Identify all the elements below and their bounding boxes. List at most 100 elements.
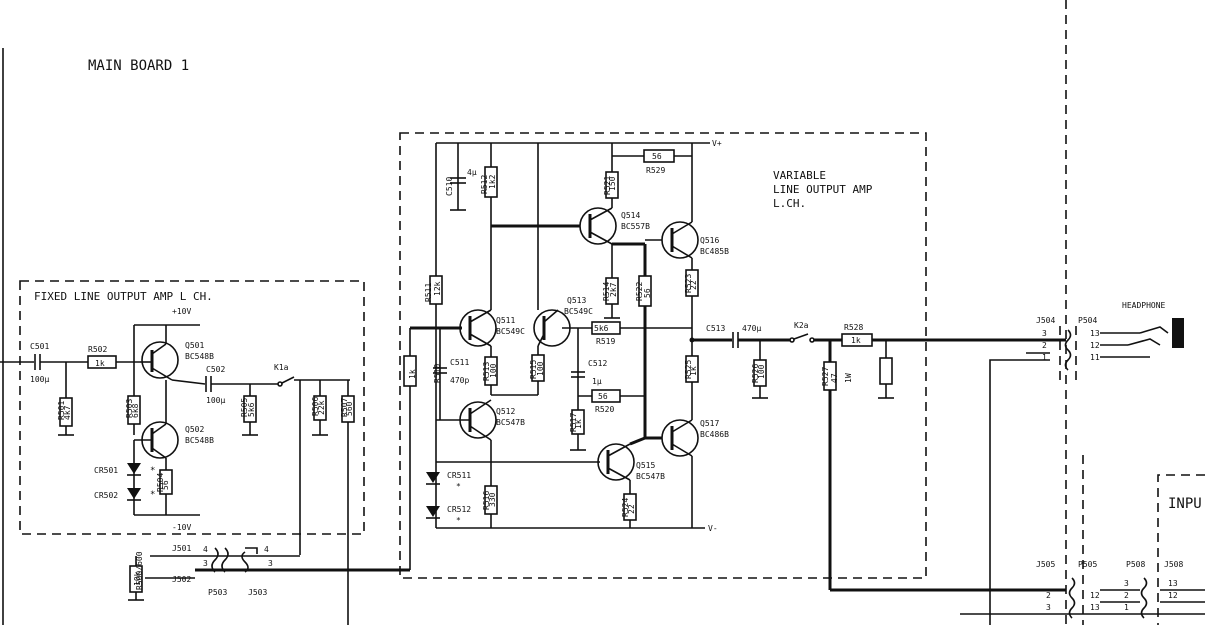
r514 xyxy=(605,277,619,305)
p505-coils xyxy=(1068,577,1076,619)
q502-c xyxy=(151,423,167,435)
q514-symbol xyxy=(579,207,617,245)
q501-emitter-out xyxy=(171,379,206,385)
q515-e xyxy=(607,467,631,481)
r507 xyxy=(341,395,355,423)
cr501 xyxy=(127,463,141,474)
q511-ref: Q511 xyxy=(496,316,515,325)
q515-type: BC547B xyxy=(636,472,665,481)
j505-pin2: 2 xyxy=(1046,591,1051,600)
p504-pin11: 11 xyxy=(1090,353,1100,362)
j504-pin2: 2 xyxy=(1042,341,1047,350)
j504-label: J504 xyxy=(1036,316,1055,325)
r525-ref: R526 xyxy=(751,364,760,383)
q516-e xyxy=(671,245,693,259)
r503-ref: R503 xyxy=(125,399,134,418)
q502-e xyxy=(151,447,167,459)
cr502-mark: * xyxy=(150,490,155,500)
q501-c xyxy=(151,343,167,355)
cr511-mark: * xyxy=(456,482,461,491)
r513 xyxy=(484,356,498,386)
r521-value: 56 xyxy=(643,288,652,298)
cr512-mark: * xyxy=(456,516,461,525)
k2a-contact xyxy=(789,337,795,343)
r504-value: 56 xyxy=(161,480,170,490)
r517 xyxy=(571,409,585,435)
r527-ref: R528 xyxy=(844,323,863,332)
j503-shape xyxy=(241,547,258,573)
q513-c xyxy=(543,309,559,323)
r518 xyxy=(591,321,621,335)
q513-e xyxy=(537,333,545,347)
r501-ref: R501 xyxy=(57,401,66,420)
q517-symbol xyxy=(661,419,699,457)
j503-label: J503 xyxy=(248,588,267,597)
r523 xyxy=(685,269,699,297)
r521 xyxy=(638,275,652,307)
q515-ref: Q515 xyxy=(636,461,655,470)
cr512 xyxy=(426,506,440,517)
r520-ref: R521 xyxy=(603,176,612,195)
q517-type: BC486B xyxy=(700,430,729,439)
q516-type: BC485B xyxy=(700,247,729,256)
cr511-ref: CR511 xyxy=(447,471,471,480)
j504-pin1: 1 xyxy=(1042,353,1047,362)
variable-amp-title-2: LINE OUTPUT AMP xyxy=(773,183,873,196)
c510-value: 4µ xyxy=(467,168,477,177)
j505-label: J505 xyxy=(1036,560,1055,569)
rail-10v-neg-label: -10V xyxy=(172,523,191,532)
c512-value: 1µ xyxy=(592,377,602,386)
p504-coils xyxy=(1064,329,1072,371)
p504-label: P504 xyxy=(1078,316,1097,325)
r505-ref: R505 xyxy=(240,398,249,417)
r510-value: 1k xyxy=(408,369,417,379)
q516-ref: Q516 xyxy=(700,236,719,245)
board-title: MAIN BOARD 1 xyxy=(88,58,189,74)
q515-symbol xyxy=(597,443,635,481)
pin-4b: 4 xyxy=(264,545,269,554)
r528 xyxy=(879,357,893,385)
q517-c xyxy=(671,443,693,457)
c510-ref: C510 xyxy=(445,177,454,196)
r506-ref: R506 xyxy=(311,397,320,416)
c502-ref: C502 xyxy=(206,365,225,374)
p504-pin13: 13 xyxy=(1090,329,1100,338)
r514-value: 2k7 xyxy=(609,282,618,297)
r507-ref: R507 xyxy=(340,398,349,417)
r529-ref: R529 xyxy=(646,166,665,175)
pin-3a: 3 xyxy=(203,559,208,568)
q501-symbol xyxy=(141,341,179,379)
j508-pin12: 12 xyxy=(1168,591,1178,600)
r523-ref: R523 xyxy=(684,274,693,293)
cr511 xyxy=(426,472,440,483)
r502-value: 1k xyxy=(95,359,105,368)
q514-c xyxy=(589,231,613,245)
r516-value: 330 xyxy=(488,492,497,507)
r516 xyxy=(484,485,498,515)
c512-ref: C512 xyxy=(588,359,607,368)
j508-label: J508 xyxy=(1164,560,1183,569)
r511-value: 12k xyxy=(433,281,442,296)
r526-ref: R527 xyxy=(821,367,830,386)
r502 xyxy=(87,355,117,369)
r520-value: 150 xyxy=(608,176,617,191)
rail-vminus-label: V- xyxy=(708,524,718,533)
r519 xyxy=(591,389,621,403)
q502-ref: Q502 xyxy=(185,425,204,434)
r507-value: 560 xyxy=(345,401,354,416)
headphone-jack xyxy=(1172,318,1184,348)
q513-ref: Q513 xyxy=(567,296,586,305)
r505-value: 5k6 xyxy=(247,402,256,417)
q515-c xyxy=(607,443,631,457)
r524 xyxy=(685,355,699,383)
variable-amp-title-3: L.CH. xyxy=(773,197,806,210)
pin-3b: 3 xyxy=(268,559,273,568)
q516-c xyxy=(671,221,693,235)
j508-pin13: 13 xyxy=(1168,579,1178,588)
r516-ref: R516 xyxy=(482,491,491,510)
r510 xyxy=(403,355,417,387)
q517-ref: Q517 xyxy=(700,419,719,428)
q515-collector xyxy=(629,436,646,446)
r506 xyxy=(313,395,327,421)
r519-value: 56 xyxy=(598,392,608,401)
